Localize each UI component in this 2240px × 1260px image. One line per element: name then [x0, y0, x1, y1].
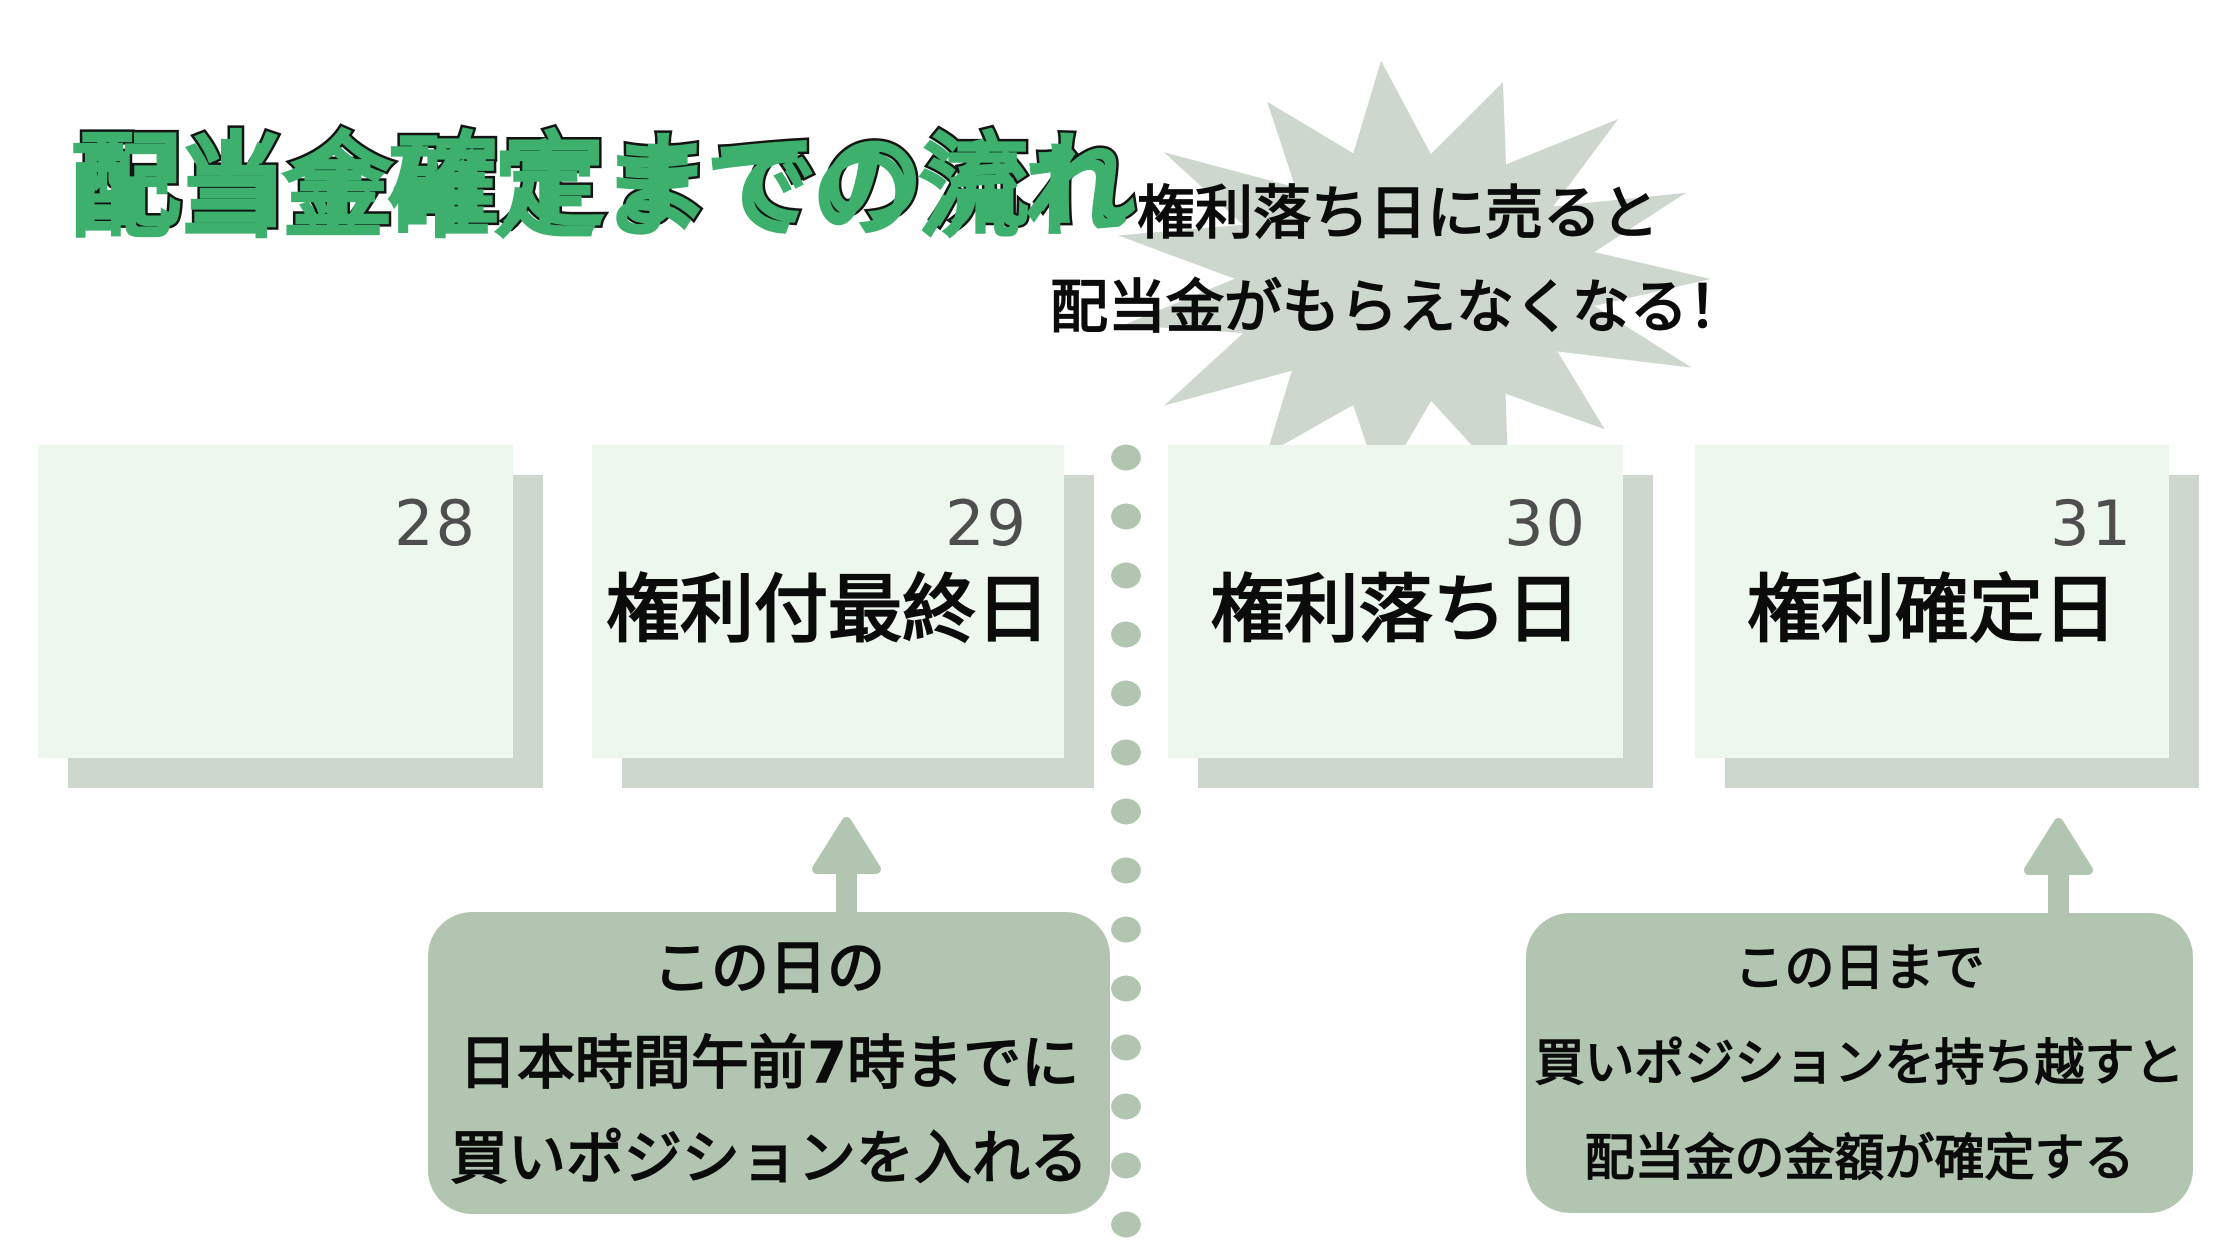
- card-face: [1695, 445, 2169, 758]
- day-number: 28: [394, 487, 477, 560]
- callout-line: 買いポジションを持ち越すと: [1534, 1033, 2185, 1092]
- day-card-29: 29 権利付最終日: [592, 445, 1094, 788]
- day-label: 権利落ち日: [1210, 567, 1581, 653]
- up-arrow-icon: [812, 817, 881, 914]
- day-number: 31: [2050, 487, 2133, 560]
- callout-dividend-fixed: この日まで 買いポジションを持ち越すと 配当金の金額が確定する: [1526, 913, 2193, 1213]
- callout-line: この日の: [652, 933, 885, 1002]
- callout-line: この日まで: [1734, 938, 1985, 997]
- callout-line: 日本時間午前7時までに: [458, 1028, 1080, 1097]
- warning-line-1: 権利落ち日に売ると: [1136, 179, 1659, 247]
- card-face: [38, 445, 513, 758]
- day-number: 30: [1504, 487, 1587, 560]
- dotted-divider: [1111, 428, 1141, 1260]
- callout-line: 配当金の金額が確定する: [1584, 1128, 2135, 1187]
- day-card-28: 28: [38, 445, 543, 788]
- day-label: 権利付最終日: [606, 567, 1050, 653]
- warning-burst-icon: [1085, 48, 1740, 510]
- day-card-30: 30 権利落ち日: [1168, 445, 1653, 788]
- day-card-31: 31 権利確定日: [1695, 445, 2199, 788]
- day-number: 29: [945, 487, 1028, 560]
- warning-line-2: 配当金がもらえなくなる！: [1049, 273, 1746, 341]
- up-arrow-icon: [2024, 818, 2093, 915]
- page-title: 配当金確定までの流れ: [75, 118, 1139, 245]
- callout-line: 買いポジションを入れる: [449, 1123, 1088, 1192]
- card-face: [1168, 445, 1623, 758]
- callout-buy-deadline: この日の 日本時間午前7時までに 買いポジションを入れる: [428, 912, 1110, 1214]
- card-face: [592, 445, 1064, 758]
- warning-burst-text: 権利落ち日に売ると 配当金がもらえなくなる！: [1040, 166, 1756, 354]
- day-label: 権利確定日: [1747, 567, 2117, 653]
